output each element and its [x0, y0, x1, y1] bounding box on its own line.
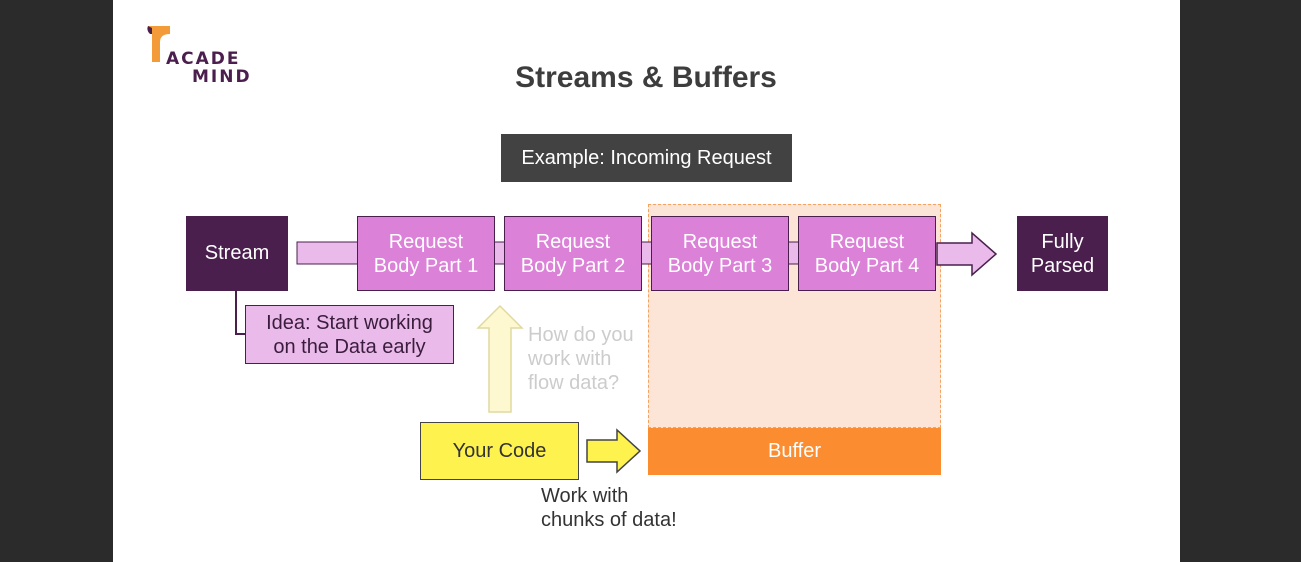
fully-parsed-box: Fully Parsed [1017, 216, 1108, 291]
request-part-4: Request Body Part 4 [798, 216, 936, 291]
request-part-1-line2: Body Part 1 [373, 254, 479, 277]
request-part-4-line1: Request [829, 230, 905, 253]
flow-bar-stream [296, 241, 359, 265]
fully-parsed-line1: Fully [1041, 230, 1084, 253]
arrow-code-to-buffer [586, 428, 642, 474]
request-part-2: Request Body Part 2 [504, 216, 642, 291]
logo-text-line2: MIND [192, 67, 252, 87]
page-title: Streams & Buffers [515, 61, 777, 94]
idea-line1: Idea: Start working [266, 311, 433, 334]
question-line2: work with [528, 348, 612, 370]
buffer-label: Buffer [648, 428, 941, 475]
academind-logo-icon [147, 26, 170, 62]
idea-box: Idea: Start working on the Data early [245, 305, 454, 364]
question-line1: How do you [528, 324, 634, 346]
logo-text-line1: ACADE [166, 49, 241, 69]
your-code-box: Your Code [420, 422, 579, 480]
chunks-line2: chunks of data! [541, 509, 677, 531]
request-part-3-line2: Body Part 3 [667, 254, 773, 277]
fully-parsed-line2: Parsed [1030, 254, 1095, 277]
slide [113, 0, 1180, 562]
arrow-to-parsed [936, 231, 998, 277]
flow-data-question: How do you work with flow data? [528, 323, 678, 395]
example-label: Example: Incoming Request [501, 134, 792, 182]
chunks-line1: Work with [541, 485, 629, 507]
request-part-3: Request Body Part 3 [651, 216, 789, 291]
stream-box: Stream [186, 216, 288, 291]
request-part-2-line1: Request [535, 230, 611, 253]
arrow-up-code [476, 304, 524, 413]
request-part-4-line2: Body Part 4 [814, 254, 920, 277]
chunks-caption: Work with chunks of data! [541, 484, 731, 532]
request-part-3-line1: Request [682, 230, 758, 253]
question-line3: flow data? [528, 372, 620, 394]
request-part-2-line2: Body Part 2 [520, 254, 626, 277]
idea-line2: on the Data early [273, 335, 426, 358]
request-part-1: Request Body Part 1 [357, 216, 495, 291]
idea-connector [235, 291, 245, 335]
request-part-1-line1: Request [388, 230, 464, 253]
